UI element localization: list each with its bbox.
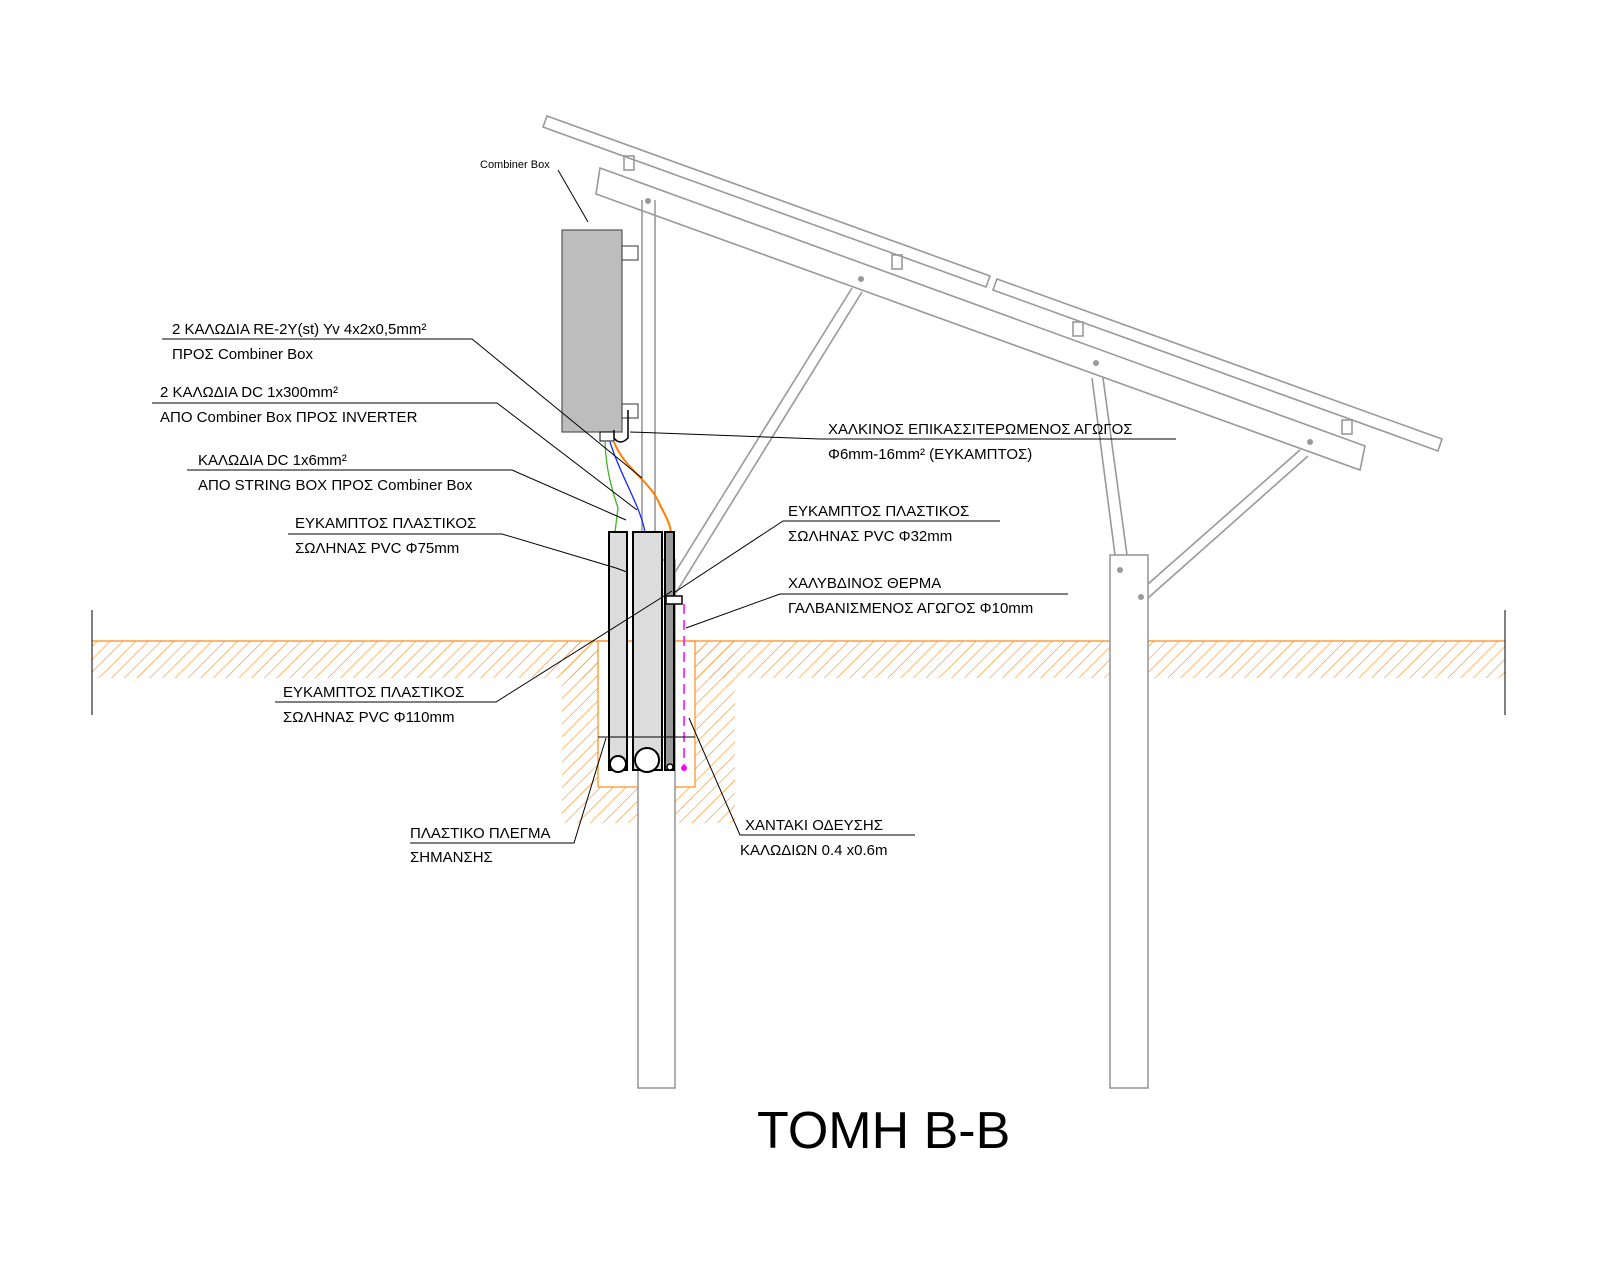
annotation-line2: ΣΗΜΑΝΣΗΣ [410, 849, 493, 866]
combiner-box: Combiner Box [480, 159, 639, 443]
drawing-title: ΤΟΜΗ Β-Β [757, 1102, 1010, 1160]
annotation-line2: ΣΩΛΗΝΑΣ PVC Φ32mm [788, 528, 952, 545]
annotation-line1: ΠΛΑΣΤΙΚΟ ΠΛΕΓΜΑ [410, 825, 550, 842]
pvc-pipes [598, 531, 695, 773]
annotation-line2: ΑΠΟ Combiner Box ΠΡΟΣ INVERTER [160, 409, 418, 426]
annotation-line1: 2 ΚΑΛΩΔΙΑ DC 1x300mm² [160, 384, 338, 401]
annotation-line1: ΧΑΛΥΒΔΙΝΟΣ ΘΕΡΜΑ [788, 575, 941, 592]
annotation-line1: ΧΑΝΤΑΚΙ ΟΔΕΥΣΗΣ [745, 817, 883, 834]
cable-orange [613, 441, 672, 533]
mounting-rail [595, 166, 1366, 472]
pv-panel [991, 277, 1444, 453]
right-post [1109, 554, 1149, 1089]
annotations: 2 ΚΑΛΩΔΙΑ RE-2Y(st) Yv 4x2x0,5mm² ΠΡΟΣ C… [160, 321, 1133, 866]
annotation-line2: Φ6mm-16mm² (ΕΥΚΑΜΠΤΟΣ) [828, 446, 1032, 463]
pv-structure [541, 114, 1444, 1089]
pv-panel [541, 114, 992, 289]
annotation-line1: ΕΥΚΑΜΠΤΟΣ ΠΛΑΣΤΙΚΟΣ [788, 503, 969, 520]
combiner-box-label: Combiner Box [480, 159, 550, 171]
annotation-line1: ΕΥΚΑΜΠΤΟΣ ΠΛΑΣΤΙΚΟΣ [295, 515, 476, 532]
pipe-110mm [632, 531, 663, 771]
annotation-line1: ΚΑΛΩΔΙΑ DC 1x6mm² [198, 452, 347, 469]
pipe-75mm [608, 531, 628, 771]
annotation-line2: ΚΑΛΩΔΙΩΝ 0.4 x0.6m [740, 842, 888, 859]
annotation-line2: ΑΠΟ STRING BOX ΠΡΟΣ Combiner Box [198, 477, 473, 494]
cables [604, 441, 672, 533]
annotation-line1: ΕΥΚΑΜΠΤΟΣ ΠΛΑΣΤΙΚΟΣ [283, 684, 464, 701]
cable-green [604, 441, 619, 533]
annotation-line2: ΓΑΛΒΑΝΙΣΜΕΝΟΣ ΑΓΩΓΟΣ Φ10mm [788, 600, 1033, 617]
pipe-32mm [664, 531, 675, 771]
annotation-line1: 2 ΚΑΛΩΔΙΑ RE-2Y(st) Yv 4x2x0,5mm² [172, 321, 426, 338]
cable-blue [609, 441, 646, 533]
annotation-line2: ΠΡΟΣ Combiner Box [172, 346, 313, 363]
annotation-line2: ΣΩΛΗΝΑΣ PVC Φ75mm [295, 540, 459, 557]
annotation-line2: ΣΩΛΗΝΑΣ PVC Φ110mm [283, 709, 455, 726]
leader-lines [152, 338, 1176, 844]
annotation-line1: ΧΑΛΚΙΝΟΣ ΕΠΙΚΑΣΣΙΤΕΡΩΜΕΝΟΣ ΑΓΩΓΟΣ [828, 421, 1133, 438]
